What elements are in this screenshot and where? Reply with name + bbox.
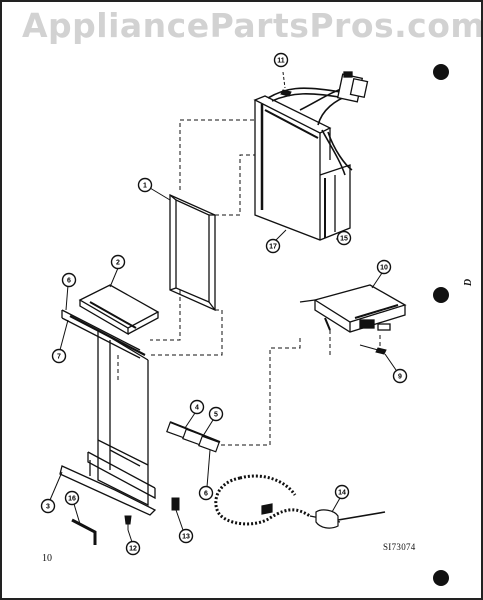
callout-c16: 16: [64, 490, 81, 525]
callout-label: 17: [269, 244, 277, 251]
wiring-box: [253, 95, 351, 241]
callout-c11: 12: [125, 529, 141, 556]
callout-c17: 17: [265, 229, 287, 254]
clip-12: [171, 497, 180, 511]
callout-label: 4: [195, 405, 199, 412]
screw-11: [124, 515, 132, 530]
chassis-frame: [87, 329, 156, 507]
callout-c6a: 6: [61, 272, 77, 311]
watermark: AppliancePartsPros.com: [22, 6, 483, 45]
screw-15: [280, 71, 292, 97]
document-code: SI73074: [383, 542, 416, 552]
callout-c14: 15: [336, 230, 352, 246]
wires: [267, 84, 353, 176]
callout-label: 6: [67, 278, 71, 285]
binder-hole: [433, 287, 449, 303]
bottom-frame: [59, 460, 157, 516]
page-number: 10: [42, 553, 52, 564]
callout-label: 6: [204, 491, 208, 498]
callout-c10: 10: [371, 259, 392, 289]
callout-label: 15: [340, 236, 348, 243]
binder-hole: [433, 570, 449, 586]
callout-label: 12: [129, 546, 137, 553]
connectors: [166, 421, 221, 453]
callout-label: 3: [46, 504, 50, 511]
callout-c4: 4: [184, 399, 205, 429]
callout-c15: 11: [273, 52, 289, 68]
rail: [78, 284, 160, 336]
callout-c7: 7: [51, 319, 69, 364]
callout-label: 5: [214, 412, 218, 419]
callout-c3: 3: [40, 471, 63, 514]
control-board: [299, 284, 407, 333]
callout-label: 9: [398, 374, 402, 381]
screw-9: [359, 344, 387, 355]
side-mark: D: [463, 278, 475, 287]
binder-hole: [433, 64, 449, 80]
gasket: [169, 193, 216, 312]
wire-connector: [336, 71, 369, 103]
wrench-16: [71, 518, 97, 545]
callout-c5: 5: [202, 406, 224, 437]
callout-label: 1: [143, 183, 147, 190]
callout-label: 7: [57, 354, 61, 361]
callout-c9: 9: [384, 353, 408, 384]
callout-label: 10: [380, 265, 388, 272]
callout-c13: 14: [331, 484, 350, 513]
callout-label: 2: [116, 260, 120, 267]
callout-label: 13: [182, 534, 190, 541]
callout-label: 11: [277, 58, 285, 65]
callout-c1: 1: [137, 177, 171, 201]
callout-c12: 13: [175, 509, 194, 544]
callout-label: 14: [338, 490, 346, 497]
callout-c6b: 6: [198, 449, 214, 501]
callout-c2: 2: [109, 254, 126, 288]
temperature-probe: [214, 474, 386, 529]
callout-label: 16: [68, 496, 76, 503]
